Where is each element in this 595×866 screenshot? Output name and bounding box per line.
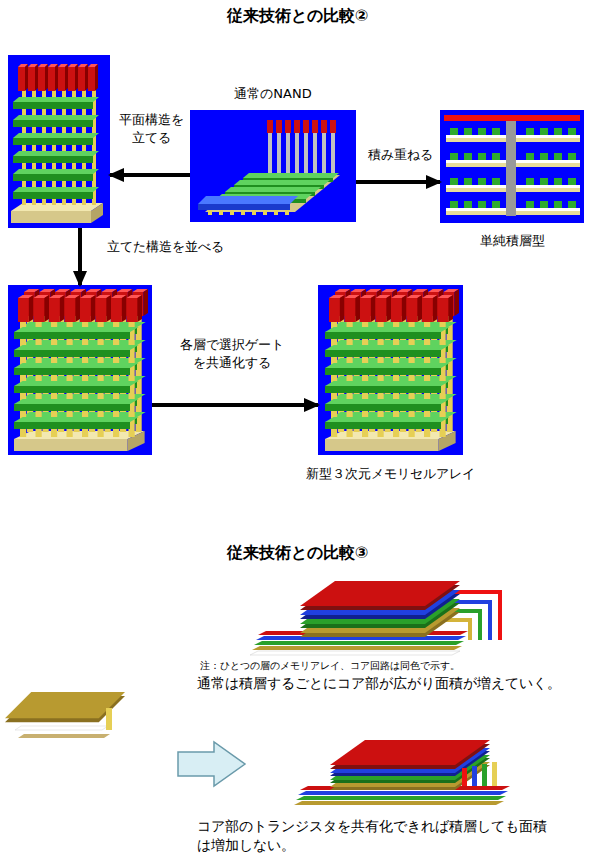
vertical-array (325, 289, 459, 451)
core-connector (106, 708, 112, 730)
layer-plate (330, 740, 490, 765)
bit-line-post (286, 132, 290, 176)
bit-line-post (268, 132, 272, 176)
core-connector (482, 764, 487, 786)
diagram-title: 従来技術との比較② (0, 6, 595, 26)
wiring-stripe (252, 646, 462, 650)
bit-line-post (313, 132, 317, 176)
image-panel (8, 55, 110, 228)
vertical-string (11, 64, 103, 223)
arrow-label: 各層で選択ゲート を共通化する (176, 336, 288, 372)
select-gate-front (198, 204, 290, 210)
wiring-stripe (250, 651, 460, 655)
core-connector (492, 762, 497, 786)
core-connector (472, 766, 477, 786)
caption-text: 通常は積層するごとにコア部が広がり面積が増えていく。 (197, 674, 577, 692)
panel-caption: 新型３次元メモリセルアレイ (288, 465, 493, 482)
bit-line-cap (294, 120, 300, 133)
process-arrow (152, 403, 318, 407)
core-connector (462, 768, 467, 786)
vertical-array (14, 289, 148, 451)
wiring-stripe (254, 641, 464, 645)
wiring-stripe (294, 801, 504, 805)
bit-line-cap (330, 120, 336, 133)
bit-line-post (331, 132, 335, 176)
panel-background (8, 55, 110, 228)
bit-line-cap (267, 120, 273, 133)
wiring-stripe (296, 796, 506, 800)
process-arrow (78, 228, 82, 285)
bit-line-post (277, 132, 281, 176)
bit-line-post (322, 132, 326, 176)
arrow-label: 積み重ねる (358, 146, 442, 164)
process-arrow (110, 173, 190, 177)
layer-plate (300, 581, 460, 606)
panel-background (190, 110, 356, 222)
bit-line-cap (312, 120, 318, 133)
wiring-stripe (18, 734, 110, 738)
select-gate-top (198, 196, 298, 204)
wiring-stripe (298, 791, 508, 795)
panel-background (8, 285, 152, 455)
via-pillar (506, 121, 516, 216)
process-arrow (356, 180, 440, 184)
bit-line-cap (285, 120, 291, 133)
bit-line-post (295, 132, 299, 176)
wiring-stripe (15, 726, 108, 730)
bit-line-row (267, 120, 336, 176)
arrow-label: 立てた構造を並べる (95, 238, 235, 256)
arrow-label: 平面構造を 立てる (113, 111, 189, 147)
bit-line-post (304, 132, 308, 176)
panel-caption: 通常のNAND (170, 85, 376, 102)
bit-line-cap (276, 120, 282, 133)
image-panel: 新型３次元メモリセルアレイ (318, 285, 463, 455)
note-text: 注：ひとつの層のメモリアレイ、コア回路は同色で示す。 (200, 660, 560, 673)
block-arrow (178, 742, 245, 786)
bit-line-cap (303, 120, 309, 133)
caption-text: コア部のトランジスタを共有化できれば積層しても面積 は増加しない。 (197, 817, 557, 855)
panel-background (440, 110, 584, 223)
panel-background (318, 285, 463, 455)
image-panel: 単純積層型 (440, 110, 584, 223)
panel-caption: 単純積層型 (420, 232, 595, 249)
top-line (444, 115, 580, 121)
image-panel (8, 285, 152, 455)
section-heading: 従来技術との比較③ (0, 542, 595, 564)
bit-line-cap (321, 120, 327, 133)
image-panel: 通常のNAND (190, 110, 356, 222)
